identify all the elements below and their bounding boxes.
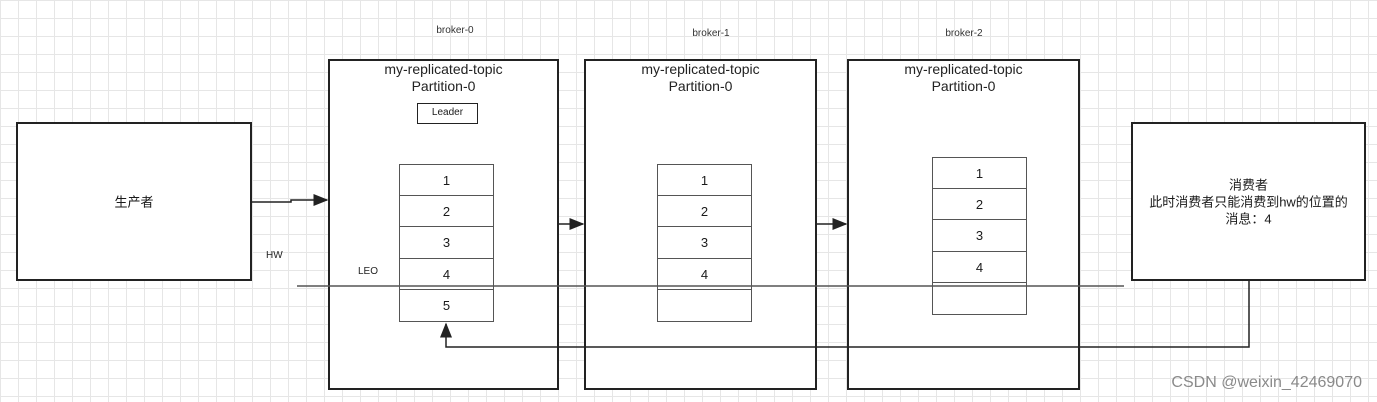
message-log: 1 2 3 4 — [657, 164, 752, 322]
leader-badge: Leader — [417, 103, 478, 124]
topic-name: my-replicated-topic — [641, 61, 760, 77]
message-cell: 4 — [657, 258, 752, 290]
message-cell: 2 — [657, 195, 752, 227]
topic-name: my-replicated-topic — [384, 61, 503, 77]
message-cell: 2 — [932, 188, 1027, 220]
message-cell: 3 — [657, 227, 752, 259]
consumer-offset: 消息：4 — [1225, 211, 1272, 226]
message-cell: 4 — [399, 258, 494, 290]
message-cell: 3 — [399, 227, 494, 259]
consumer-description: 消费者 此时消费者只能消费到hw的位置的 消息：4 — [1133, 176, 1364, 227]
producer-to-leader-arrow — [252, 194, 329, 206]
message-cell: 4 — [932, 251, 1027, 283]
consumer-box: 消费者 此时消费者只能消费到hw的位置的 消息：4 — [1131, 122, 1366, 281]
consumer-title: 消费者 — [1228, 177, 1268, 192]
producer-label: 生产者 — [114, 194, 154, 209]
message-cell: 3 — [932, 220, 1027, 252]
broker-2-box: my-replicated-topic Partition-0 1 2 3 4 — [847, 59, 1080, 390]
message-cell: 2 — [399, 195, 494, 227]
message-cell: 1 — [657, 164, 752, 196]
message-cell — [932, 283, 1027, 315]
consumer-fetch-arrow — [440, 281, 1250, 348]
producer-box: 生产者 — [16, 122, 252, 281]
broker-1-label: broker-1 — [692, 28, 730, 39]
message-cell: 1 — [932, 157, 1027, 189]
message-cell — [657, 290, 752, 322]
message-cell: 1 — [399, 164, 494, 196]
partition-name: Partition-0 — [411, 78, 476, 94]
partition-name: Partition-0 — [668, 78, 733, 94]
message-cell: 5 — [399, 290, 494, 322]
consumer-note: 此时消费者只能消费到hw的位置的 — [1149, 194, 1348, 209]
broker-1-box: my-replicated-topic Partition-0 1 2 3 4 — [584, 59, 817, 390]
leo-label: LEO — [358, 266, 379, 277]
watermark: CSDN @weixin_42469070 — [1171, 374, 1362, 391]
partition-name: Partition-0 — [931, 78, 996, 94]
message-log: 1 2 3 4 — [932, 157, 1027, 315]
broker-2-label: broker-2 — [945, 28, 983, 39]
broker-0-label: broker-0 — [436, 25, 474, 36]
hw-label: HW — [266, 250, 283, 261]
topic-name: my-replicated-topic — [904, 61, 1023, 77]
message-log: 1 2 3 4 5 — [399, 164, 494, 322]
